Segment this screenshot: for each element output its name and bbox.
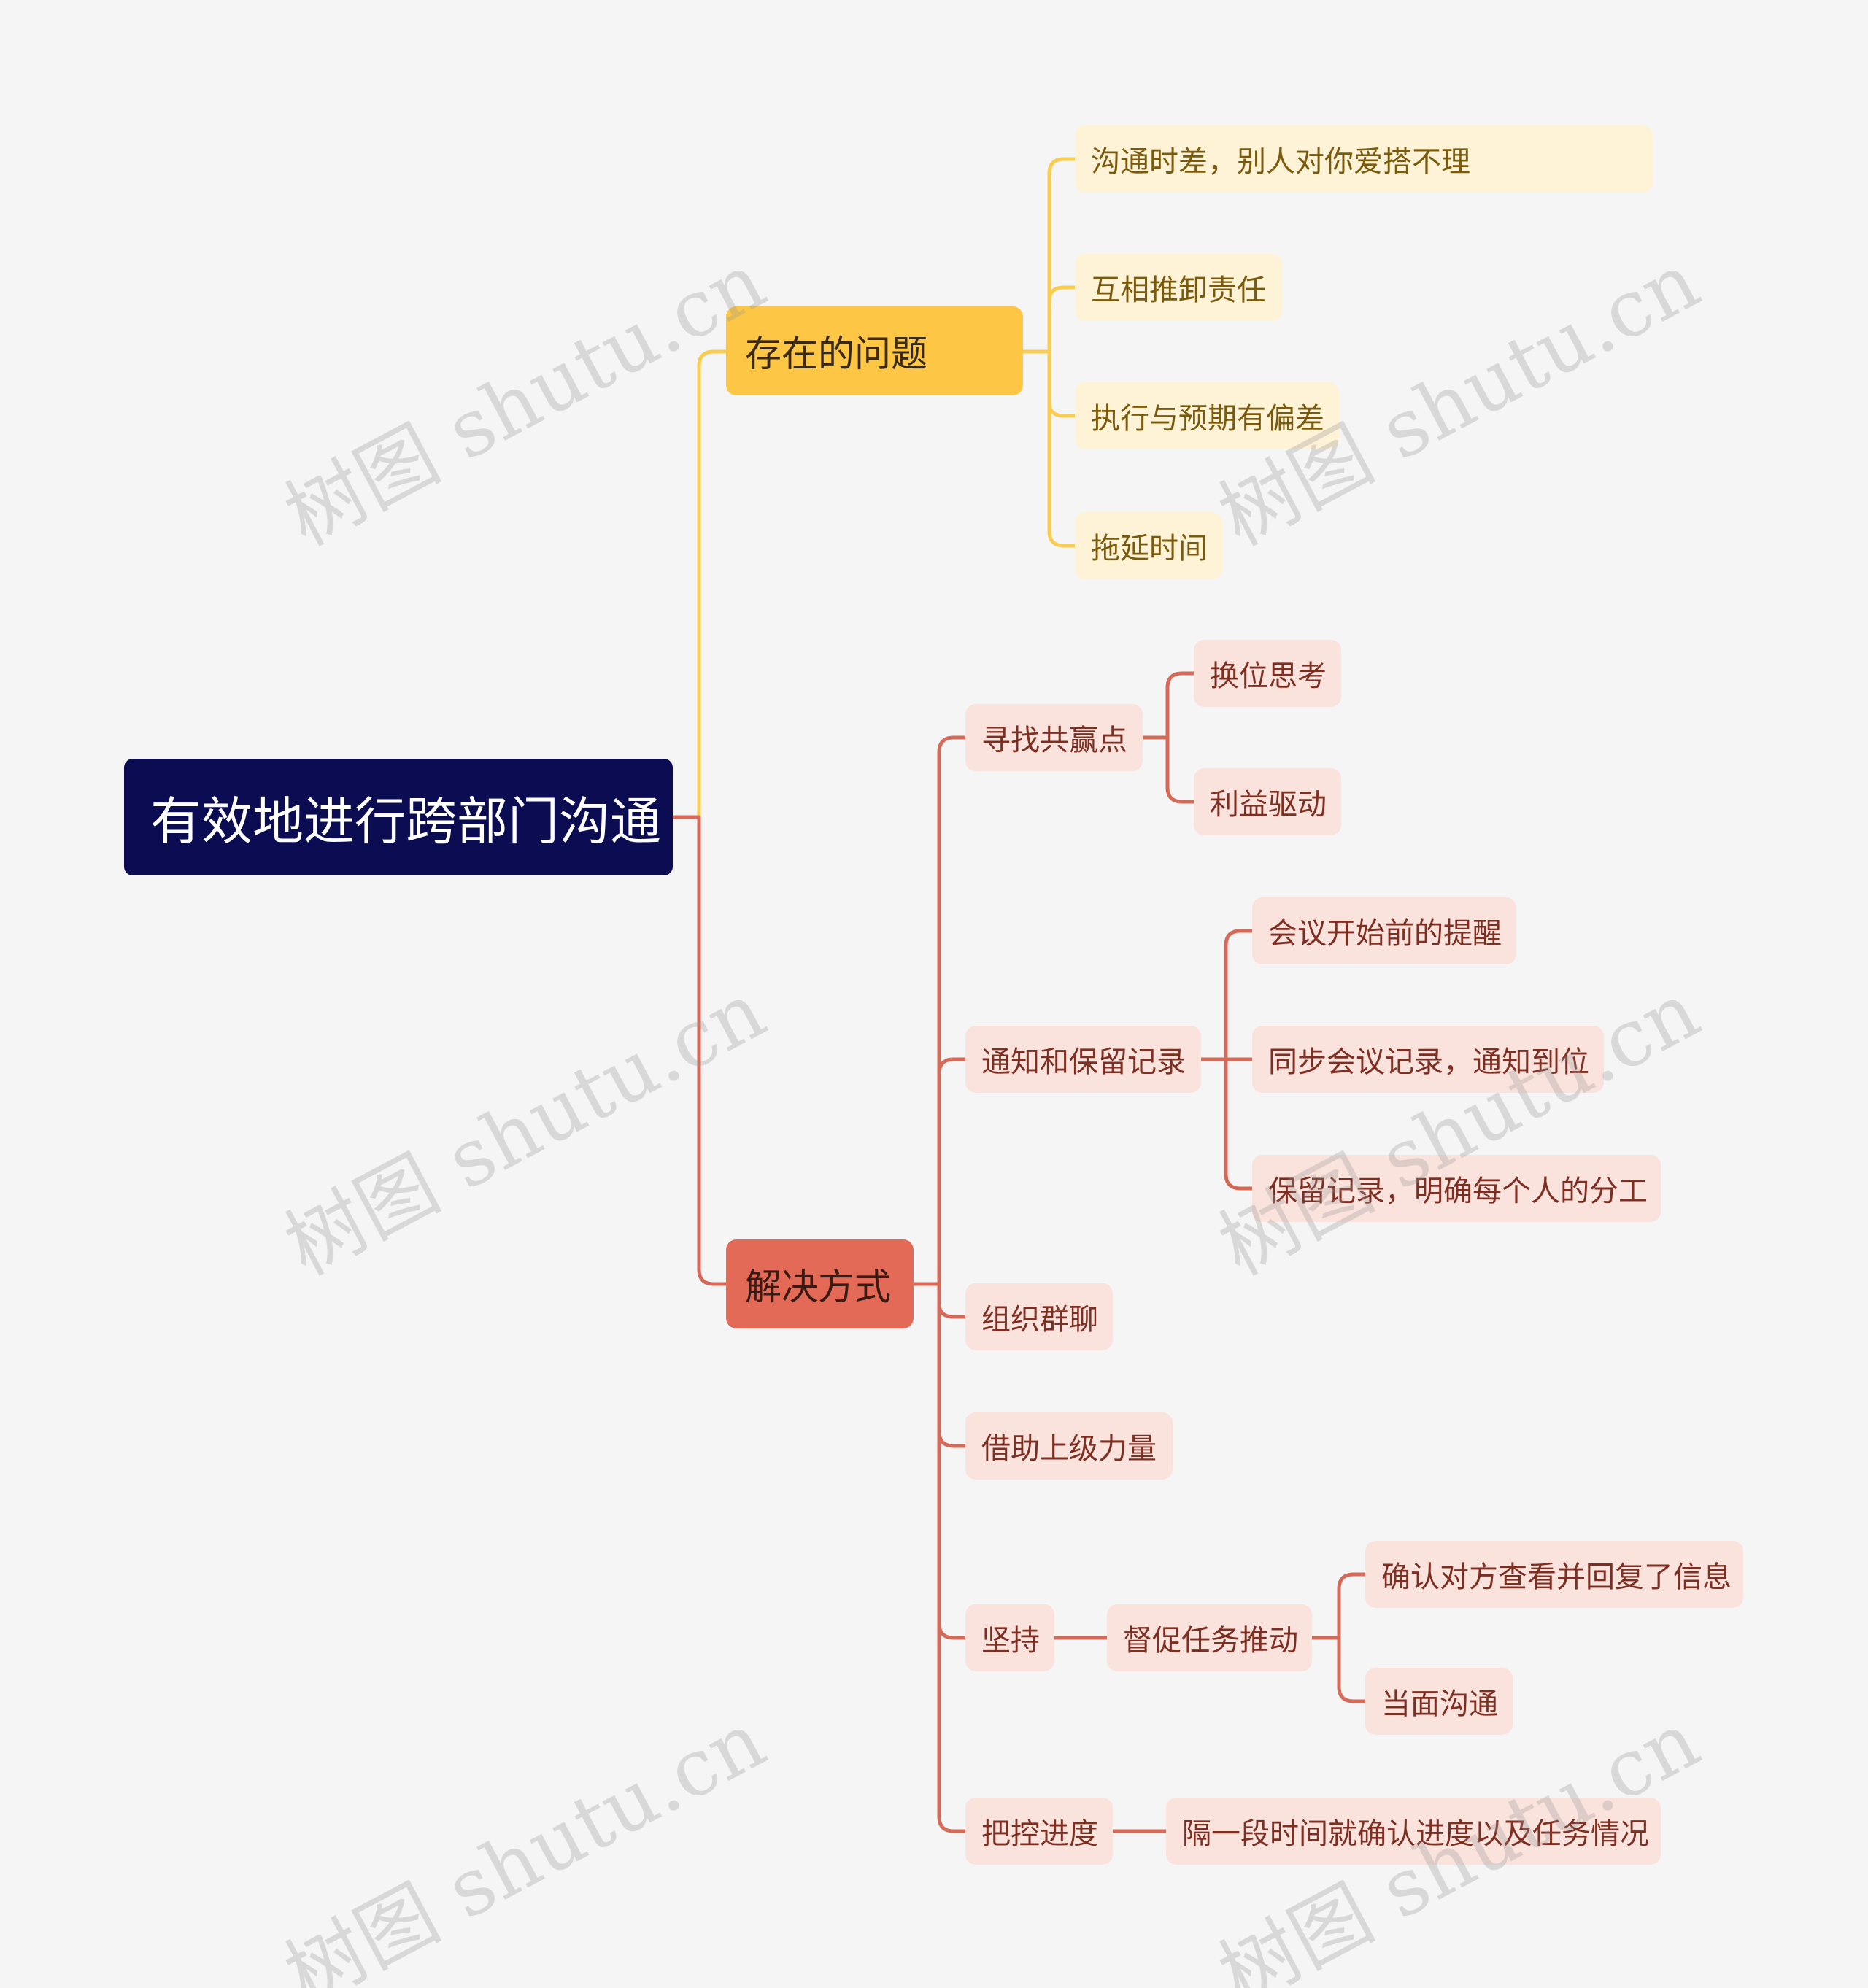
link-root-solutions	[671, 815, 728, 1286]
notify-item-3-label: 保留记录，明确每个人的分工	[1268, 1175, 1648, 1208]
link-win-2	[1165, 735, 1196, 804]
solution-progress[interactable]: 把控进度	[965, 1798, 1113, 1865]
link-sol-notify	[937, 1057, 968, 1076]
notify-item-2-label: 同步会议记录，通知到位	[1268, 1045, 1589, 1079]
problem-item-2[interactable]: 互相推卸责任	[1075, 254, 1282, 321]
push-item-2-label: 当面沟通	[1381, 1687, 1498, 1721]
link-root-problems	[671, 349, 728, 819]
notify-item-2[interactable]: 同步会议记录，通知到位	[1252, 1026, 1604, 1093]
solution-persist-label: 坚持	[981, 1624, 1040, 1658]
problem-item-4-label: 拖延时间	[1091, 532, 1208, 565]
problem-item-1-label: 沟通时差，别人对你爱搭不理	[1091, 145, 1470, 179]
link-sol-superior	[937, 1429, 968, 1448]
problem-item-3-label: 执行与预期有偏差	[1091, 402, 1324, 436]
progress-item-1-label: 隔一段时间就确认进度以及任务情况	[1182, 1817, 1649, 1851]
link-sol-win	[937, 735, 968, 1286]
persist-push-label: 督促任务推动	[1123, 1624, 1298, 1658]
link-problem-3	[1047, 401, 1077, 418]
problem-item-1[interactable]: 沟通时差，别人对你爱搭不理	[1075, 125, 1653, 193]
solution-group-chat-label: 组织群聊	[981, 1303, 1098, 1337]
problem-item-3[interactable]: 执行与预期有偏差	[1075, 382, 1339, 449]
push-item-1-label: 确认对方查看并回复了信息	[1381, 1560, 1732, 1594]
link-push-1	[1337, 1572, 1367, 1640]
win-win-item-1[interactable]: 换位思考	[1194, 640, 1341, 707]
branch-problems-label: 存在的问题	[745, 333, 927, 375]
solution-superior-label: 借助上级力量	[981, 1432, 1157, 1466]
solution-notify[interactable]: 通知和保留记录	[965, 1026, 1201, 1093]
notify-item-1-label: 会议开始前的提醒	[1268, 917, 1502, 951]
win-win-item-1-label: 换位思考	[1210, 660, 1327, 693]
problem-item-2-label: 互相推卸责任	[1091, 274, 1266, 307]
solution-persist[interactable]: 坚持	[965, 1604, 1054, 1671]
persist-push[interactable]: 督促任务推动	[1107, 1604, 1312, 1671]
branch-solutions-label: 解决方式	[745, 1266, 891, 1308]
branch-problems[interactable]: 存在的问题	[726, 306, 1023, 395]
solution-notify-label: 通知和保留记录	[981, 1045, 1186, 1079]
link-sol-progress	[937, 1282, 968, 1833]
link-push-2	[1337, 1636, 1367, 1703]
root-label: 有效地进行跨部门沟通	[150, 791, 661, 851]
solution-superior[interactable]: 借助上级力量	[965, 1412, 1173, 1480]
win-win-item-2[interactable]: 利益驱动	[1194, 768, 1341, 835]
solution-progress-label: 把控进度	[981, 1817, 1098, 1851]
root-node[interactable]: 有效地进行跨部门沟通	[124, 759, 673, 875]
link-problem-1	[1047, 157, 1077, 354]
branch-solutions[interactable]: 解决方式	[726, 1239, 914, 1328]
solution-win-win-label: 寻找共赢点	[981, 724, 1127, 757]
problem-item-4[interactable]: 拖延时间	[1075, 512, 1222, 579]
link-notify-3	[1224, 1057, 1254, 1191]
push-item-1[interactable]: 确认对方查看并回复了信息	[1365, 1541, 1743, 1608]
link-win-1	[1165, 671, 1196, 740]
link-sol-group	[937, 1302, 968, 1319]
solution-group-chat[interactable]: 组织群聊	[965, 1283, 1113, 1350]
notify-item-1[interactable]: 会议开始前的提醒	[1252, 897, 1516, 964]
link-sol-persist	[937, 1621, 968, 1640]
link-notify-1	[1224, 929, 1254, 1061]
win-win-item-2-label: 利益驱动	[1210, 788, 1327, 821]
link-problem-4	[1047, 349, 1077, 548]
link-problem-2	[1047, 285, 1077, 303]
solution-win-win[interactable]: 寻找共赢点	[965, 704, 1143, 771]
notify-item-3[interactable]: 保留记录，明确每个人的分工	[1252, 1155, 1661, 1222]
progress-item-1[interactable]: 隔一段时间就确认进度以及任务情况	[1166, 1798, 1661, 1865]
push-item-2[interactable]: 当面沟通	[1365, 1668, 1513, 1735]
